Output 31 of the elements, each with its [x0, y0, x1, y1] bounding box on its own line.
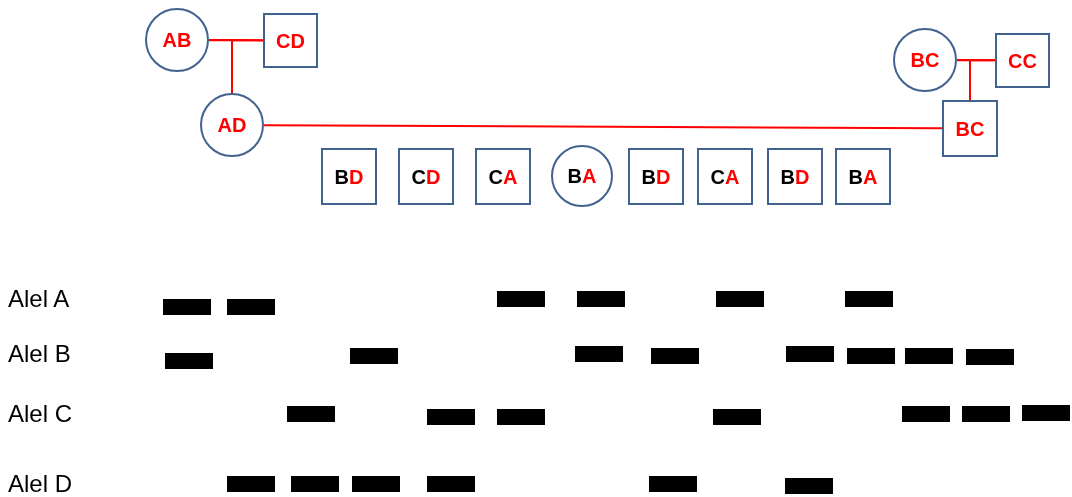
pedigree-line [263, 124, 943, 130]
genotype-label: BC [910, 50, 940, 70]
genotype-label: AD [217, 115, 247, 135]
male-square [697, 148, 753, 205]
genotype-label: CD [276, 30, 305, 51]
male-square [767, 148, 823, 205]
allele-label: Alel C [8, 402, 73, 426]
genotype-label: BC [955, 118, 985, 139]
pedigree-line [969, 59, 996, 101]
male-square [475, 148, 531, 205]
genotype-label: CA [710, 166, 740, 187]
allele-label: Alel A [8, 287, 70, 311]
genotype-label: CD [411, 166, 441, 187]
male-square [628, 148, 684, 205]
genotype-label: BD [334, 166, 364, 187]
genotype-label: CA [488, 166, 518, 187]
male-square [995, 33, 1050, 88]
male-square [398, 148, 454, 205]
genotype-label: CC [1008, 50, 1037, 71]
male-square [321, 148, 377, 205]
male-square [263, 13, 318, 68]
genotype-label: BD [780, 166, 810, 187]
genotype-label: BA [848, 166, 878, 187]
pedigree-line [231, 39, 264, 94]
genotype-label: AB [162, 30, 192, 50]
allele-label: Alel D [8, 472, 73, 496]
male-square [835, 148, 891, 205]
male-square [942, 100, 998, 157]
genotype-label: BD [641, 166, 671, 187]
genotype-label: BA [567, 166, 597, 186]
allele-label: Alel B [8, 342, 71, 366]
